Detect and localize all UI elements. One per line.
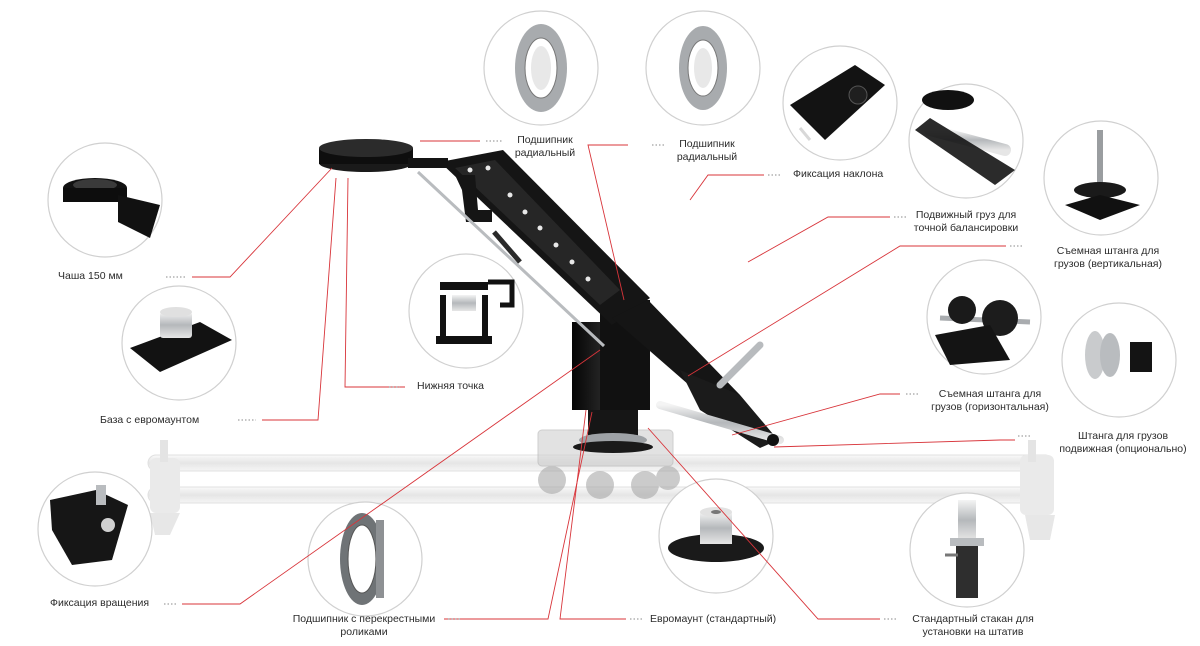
part-crossed-bearing: [340, 513, 384, 605]
part-bowl: [63, 178, 160, 238]
part-tilt-lock: [790, 65, 885, 141]
label-bearing-radial-1: Подшипник радиальный: [514, 134, 576, 159]
label-bowl: Чаша 150 мм: [58, 270, 123, 282]
label-rod-sliding: Штанга для грузов подвижная (опционально…: [1059, 430, 1187, 455]
label-bearing-radial-2: Подшипник радиальный: [676, 138, 738, 163]
part-sliding-weight: [915, 90, 1015, 185]
label-low-point: Нижняя точка: [417, 380, 484, 392]
label-rotation-lock: Фиксация вращения: [50, 597, 150, 609]
label-sliding-weight: Подвижный груз для точной балансировки: [913, 209, 1019, 234]
part-rod-vertical: [1065, 130, 1140, 220]
label-tripod-cup: Стандартный стакан для установки на штат…: [912, 613, 1034, 638]
crane-device: [319, 139, 784, 453]
label-rod-vertical: Съемная штанга для грузов (вертикальная): [1054, 245, 1162, 270]
part-rod-horizontal: [935, 296, 1031, 365]
part-euromount: [668, 507, 764, 562]
label-base-euromount: База с евромаунтом: [100, 414, 200, 426]
part-low-point: [436, 279, 515, 344]
label-tilt-lock: Фиксация наклона: [793, 168, 884, 180]
label-dots: [164, 140, 1032, 620]
part-base-euromount: [130, 307, 232, 372]
part-rod-sliding: [1063, 331, 1163, 379]
part-bearing-1: [515, 24, 567, 112]
part-rotation-lock: [50, 485, 128, 565]
part-bearing-2: [679, 26, 727, 110]
label-euromount-standard: Евромаунт (стандартный): [650, 613, 777, 625]
label-rod-horizontal: Съемная штанга для грузов (горизонтальна…: [931, 388, 1049, 413]
leader-lines: [182, 140, 1015, 620]
label-crossed-roller-bearing: Подшипник с перекрестными роликами: [292, 613, 436, 638]
part-tripod-cup: [945, 500, 984, 598]
